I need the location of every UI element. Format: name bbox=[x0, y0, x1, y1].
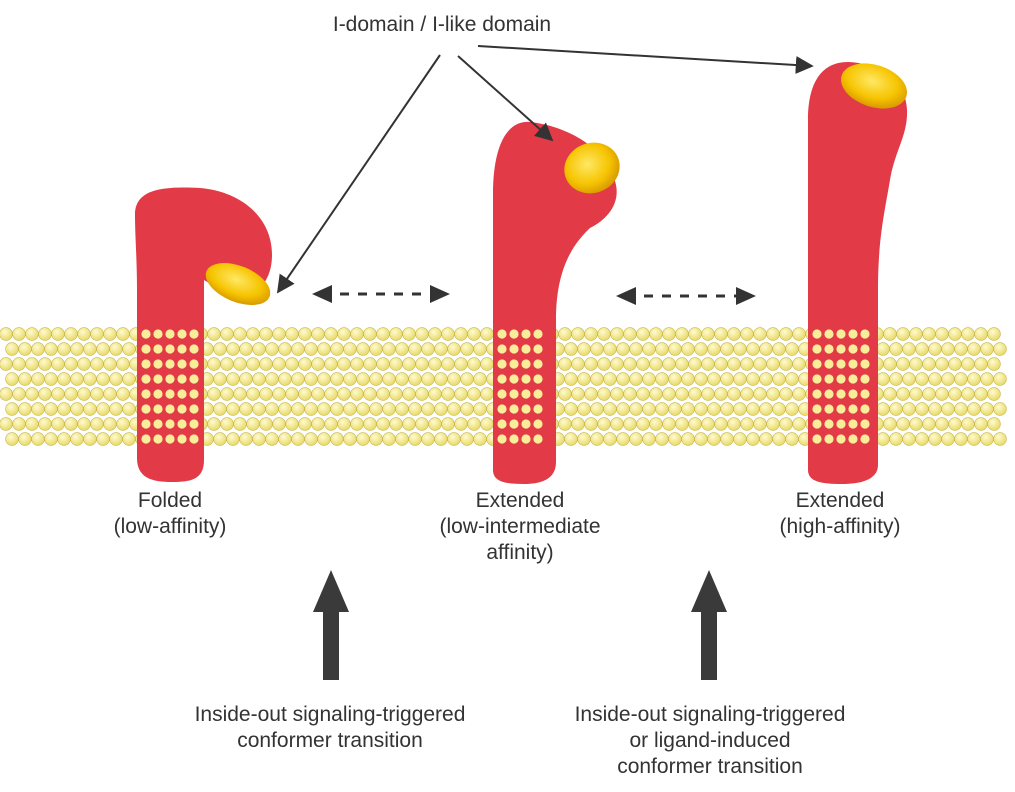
transmembrane-beads bbox=[141, 329, 870, 444]
conformer-label-line: Extended bbox=[475, 489, 565, 512]
pointer-arrow-high bbox=[477, 45, 814, 75]
conformer-label-intermediate: Extended (low-intermediate affinity) bbox=[405, 488, 635, 566]
transition-label-line: Inside-out signaling-triggered bbox=[574, 703, 846, 726]
i-domain-intermediate bbox=[564, 142, 620, 194]
domain-pointer-arrows bbox=[276, 45, 814, 294]
equilibrium-arrow-2 bbox=[616, 287, 756, 305]
conformer-label-line: (low-affinity) bbox=[113, 515, 227, 538]
transition-label-line: conformer transition bbox=[237, 729, 423, 752]
i-domain-folded bbox=[205, 263, 271, 305]
transition-arrow-1 bbox=[313, 570, 349, 680]
conformer-label-line: (low-intermediate bbox=[439, 515, 601, 538]
transition-label-line: or ligand-induced bbox=[629, 729, 791, 752]
transition-arrow-2 bbox=[691, 570, 727, 680]
conformer-label-line: Extended bbox=[795, 489, 885, 512]
conformer-label-line: affinity) bbox=[486, 541, 554, 564]
conformer-label-line: Folded bbox=[137, 489, 203, 512]
i-domain-high bbox=[841, 63, 907, 109]
conformer-label-folded: Folded (low-affinity) bbox=[80, 488, 260, 540]
transition-label-1: Inside-out signaling-triggered conformer… bbox=[150, 702, 510, 754]
pointer-arrow-intermediate bbox=[457, 55, 554, 142]
transition-label-line: Inside-out signaling-triggered bbox=[194, 703, 466, 726]
transition-label-2: Inside-out signaling-triggered or ligand… bbox=[530, 702, 890, 780]
domain-label: I-domain / I-like domain bbox=[332, 13, 552, 36]
transition-label-line: conformer transition bbox=[617, 755, 803, 778]
conformer-label-high: Extended (high-affinity) bbox=[740, 488, 940, 540]
equilibrium-arrow-1 bbox=[312, 285, 450, 303]
conformer-label-line: (high-affinity) bbox=[779, 515, 901, 538]
integrin-extended-high bbox=[808, 62, 908, 484]
pointer-arrow-folded bbox=[276, 54, 441, 294]
